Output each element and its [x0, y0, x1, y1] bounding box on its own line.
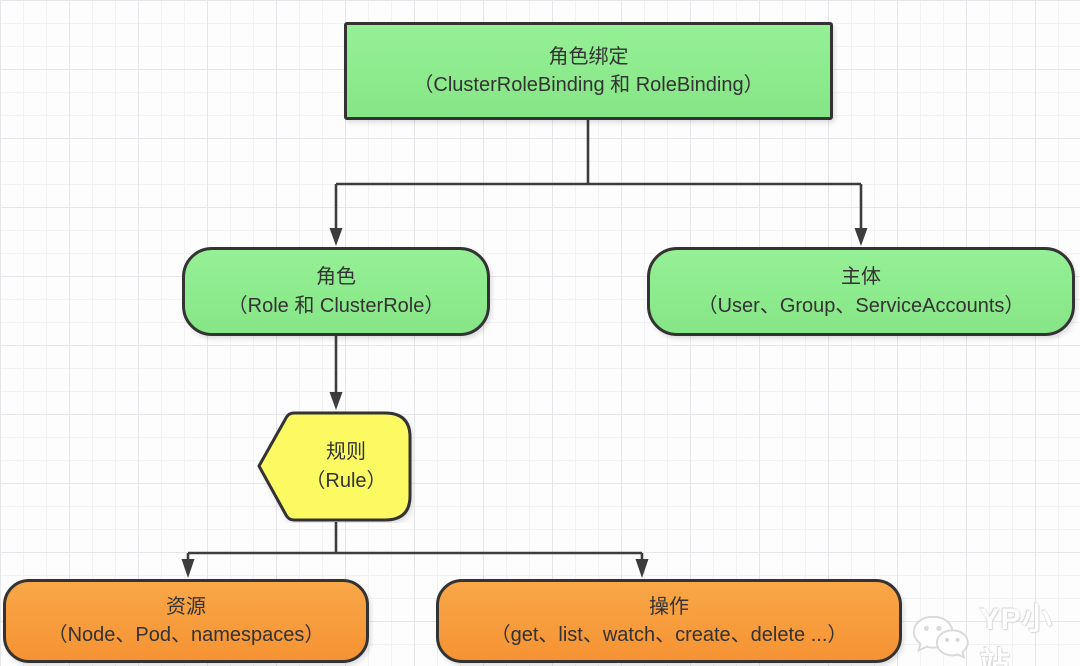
wechat-eye-1 — [923, 625, 929, 631]
wechat-bubble-small — [935, 629, 969, 660]
watermark-text: YP小站 — [979, 603, 1053, 666]
node-rule-subtitle: （Rule） — [305, 469, 387, 492]
arrowhead-role — [329, 228, 343, 246]
rule-shape-path — [257, 411, 412, 522]
node-role-binding-subtitle: （ClusterRoleBinding 和 RoleBinding） — [413, 74, 764, 96]
wechat-eye-4 — [955, 637, 960, 643]
arrowhead-subject — [854, 228, 868, 246]
node-operation: 操作 （get、list、watch、create、delete ...） — [436, 579, 902, 663]
node-rule-title: 规则 — [326, 441, 366, 464]
node-resource-subtitle: （Node、Pod、namespaces） — [47, 624, 325, 646]
arrowhead-rule — [329, 392, 343, 410]
node-rule: 规则 （Rule） — [256, 410, 414, 523]
node-subject: 主体 （User、Group、ServiceAccounts） — [647, 247, 1075, 336]
node-role-binding-title: 角色绑定 — [548, 45, 629, 68]
node-operation-subtitle: （get、list、watch、create、delete ...） — [490, 624, 848, 646]
arrowhead-operation — [635, 559, 649, 578]
node-role-title: 角色 — [316, 266, 356, 289]
node-role-binding: 角色绑定 （ClusterRoleBinding 和 RoleBinding） — [344, 22, 833, 120]
node-role-subtitle: （Role 和 ClusterRole） — [227, 294, 445, 317]
rule-shape — [257, 411, 412, 522]
watermark: YP小站 — [908, 594, 1080, 666]
node-subject-subtitle: （User、Group、ServiceAccounts） — [697, 294, 1025, 317]
node-resource: 资源 （Node、Pod、namespaces） — [3, 579, 369, 663]
wechat-eye-2 — [936, 625, 942, 631]
node-subject-title: 主体 — [841, 266, 881, 289]
wechat-eye-3 — [944, 637, 950, 643]
wechat-icon — [912, 615, 969, 660]
node-resource-title: 资源 — [166, 595, 206, 618]
node-operation-title: 操作 — [649, 595, 689, 618]
node-role: 角色 （Role 和 ClusterRole） — [182, 247, 490, 336]
arrowhead-resource — [181, 559, 195, 578]
